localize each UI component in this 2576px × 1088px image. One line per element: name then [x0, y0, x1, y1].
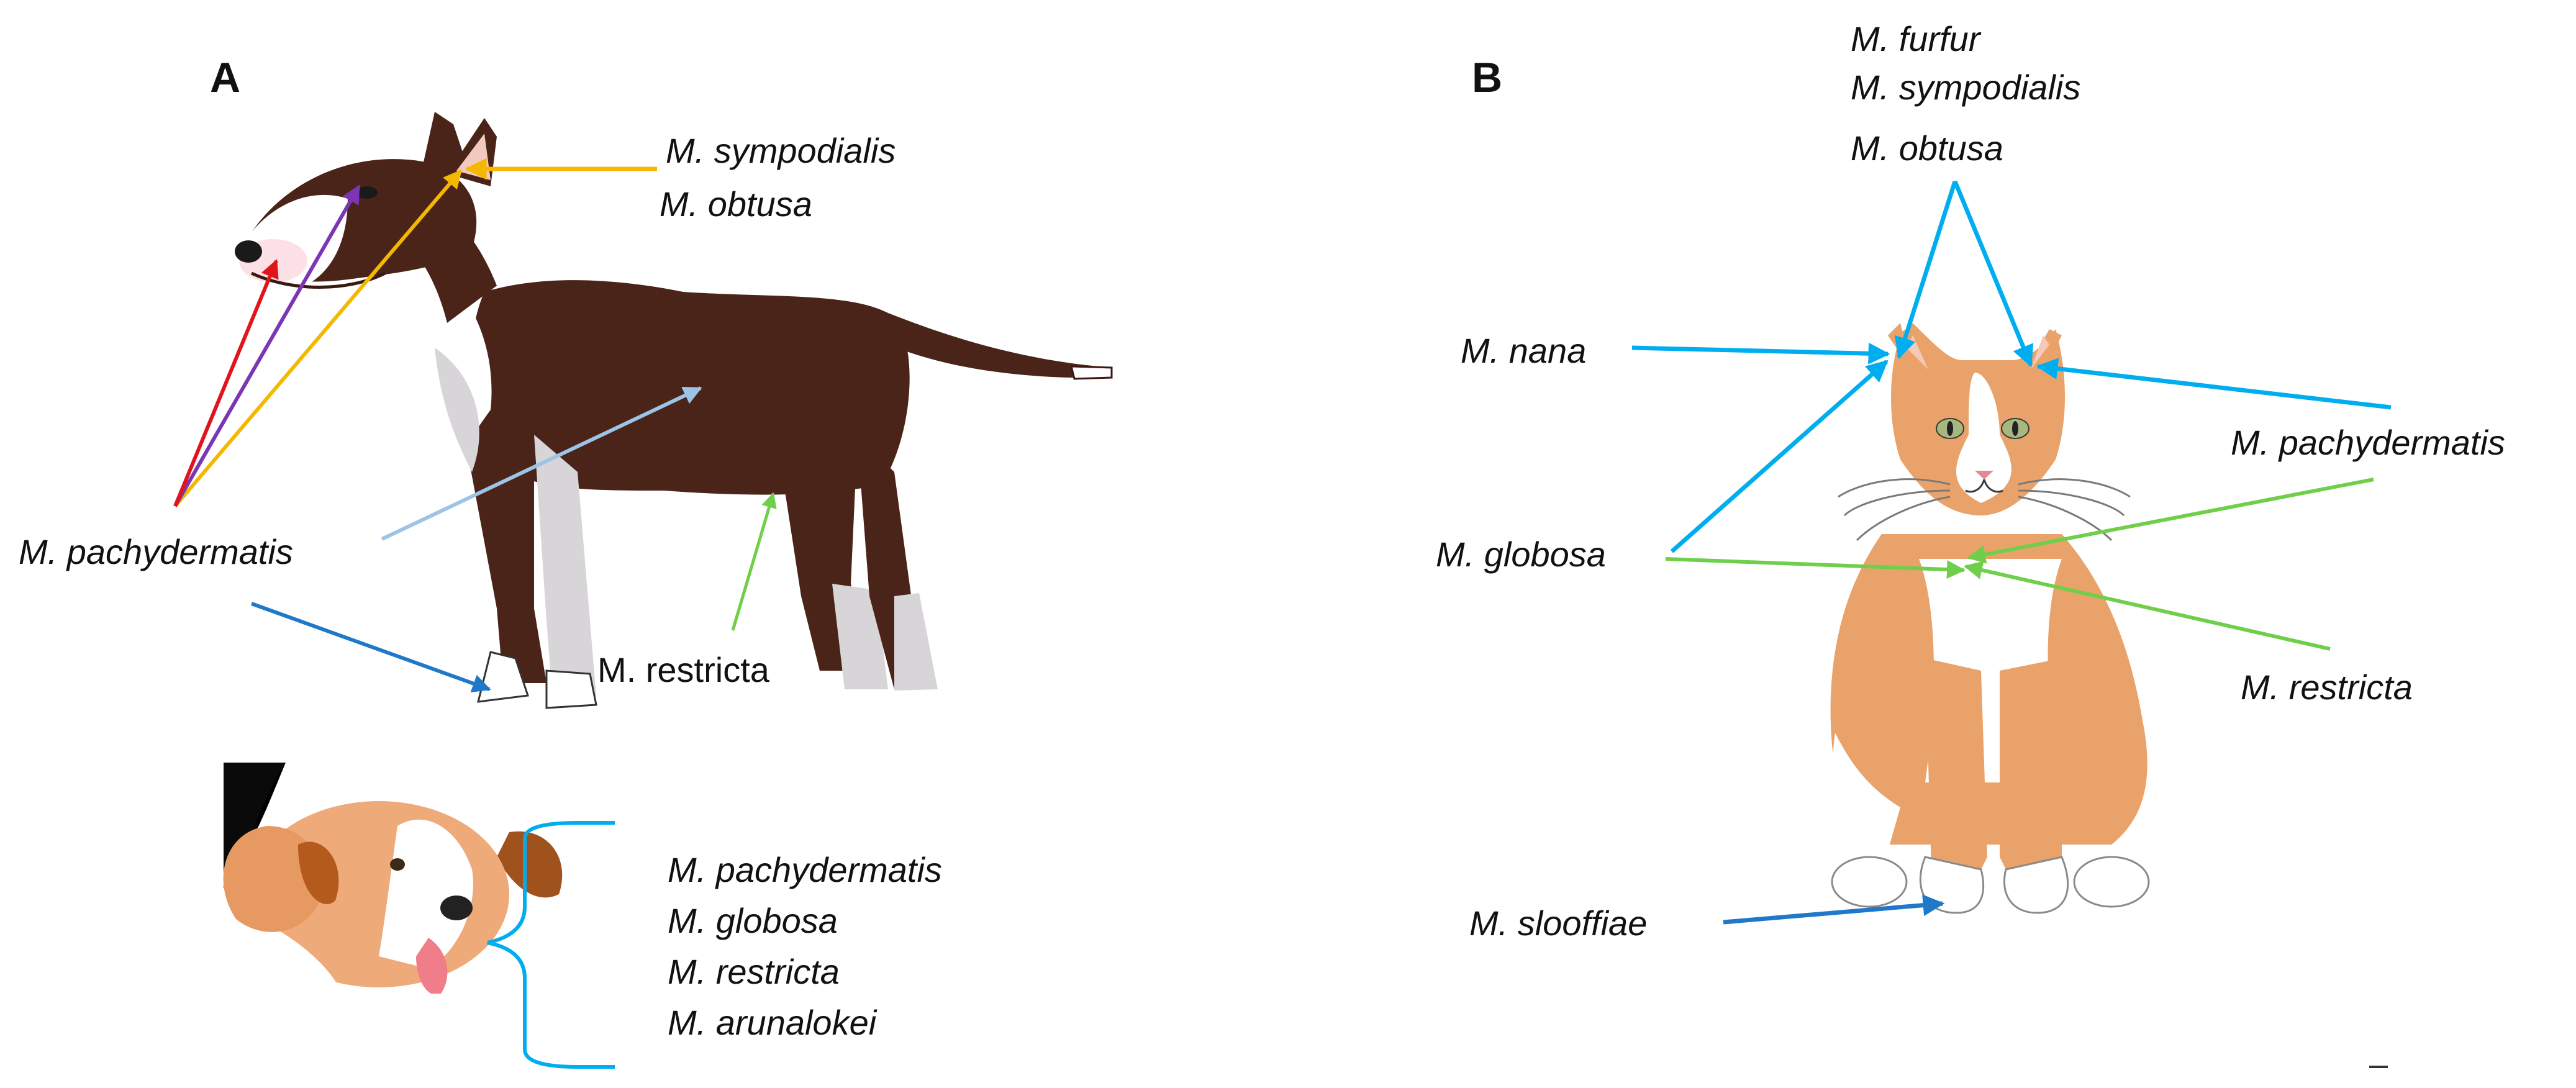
cat-label-globosa: M. globosa: [1436, 535, 1606, 574]
beagle-mouth-illustration: [223, 763, 563, 1005]
slooffiae-paw-arrow: [1723, 894, 1945, 925]
cat-label-furfur: M. furfur: [1851, 19, 1982, 58]
mouth-label-arunalokei: M. arunalokei: [668, 1003, 878, 1042]
mouth-label-restricta: M. restricta: [668, 952, 840, 991]
pachydermatis-paw-arrow: [250, 602, 491, 692]
cat-label-slooffiae: M. slooffiae: [1469, 904, 1647, 943]
nana-ear-arrow: [1631, 342, 1890, 365]
pachydermatis-eye-arrow: [173, 184, 361, 507]
cat-label-nana: M. nana: [1461, 331, 1586, 370]
pachydermatis-ear-arrow-cat: [2036, 358, 2392, 410]
cat-label-sympodialis: M. sympodialis: [1851, 68, 2080, 107]
panel-a-letter: A: [210, 54, 240, 101]
globosa-ear-arrow: [1670, 360, 1889, 553]
tabby-cat-illustration: [1830, 323, 2150, 914]
globosa-chest-arrow: [1665, 557, 1966, 579]
pachydermatis-ear-arrow: [173, 169, 463, 507]
cat-label-restricta: M. restricta: [2241, 668, 2413, 707]
top-right-ear-arrow: [1952, 180, 2034, 368]
pachydermatis-chest-arrow: [1967, 478, 2374, 564]
mouth-label-pachydermatis: M. pachydermatis: [668, 850, 942, 889]
dog-restricta-label: M. restricta: [597, 650, 770, 689]
restricta-groin-arrow: [731, 492, 777, 631]
dog-ear-label-sympodialis: M. sympodialis: [666, 131, 896, 170]
dog-ear-label-obtusa: M. obtusa: [660, 184, 812, 224]
mouth-bracket: [487, 821, 615, 1069]
panel-b-letter: B: [1472, 54, 1502, 101]
dog-pachydermatis-label: M. pachydermatis: [19, 532, 293, 571]
mouth-label-globosa: M. globosa: [668, 901, 838, 940]
pachydermatis-body-arrow: [381, 386, 702, 541]
cat-label-obtusa: M. obtusa: [1851, 129, 2003, 168]
pachydermatis-muzzle-arrow: [173, 259, 279, 507]
top-left-ear-arrow: [1894, 180, 1957, 360]
restricta-chest-arrow: [1964, 561, 2331, 651]
cat-label-pachydermatis: M. pachydermatis: [2231, 423, 2505, 462]
